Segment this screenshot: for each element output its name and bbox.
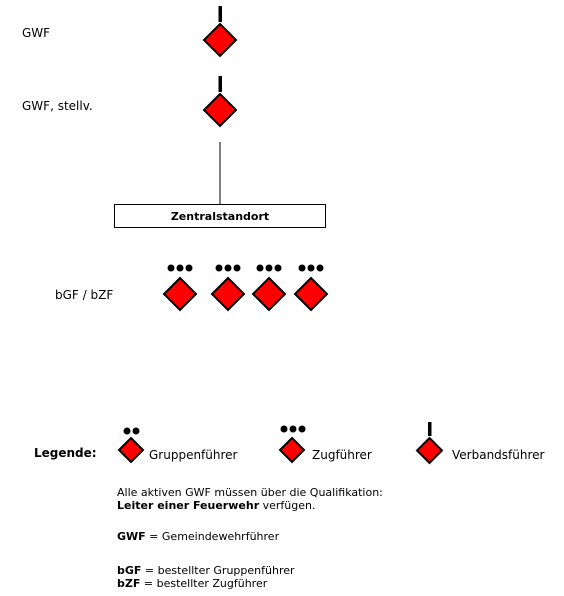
bzf-three-dots-diamond-icon-2 (210, 264, 246, 312)
bgf-bzf-definitions: bGF = bestellter Gruppenführer bZF = bes… (117, 564, 295, 590)
bzf-three-dots-diamond-icon-1 (162, 264, 198, 312)
connector-line (219, 142, 221, 204)
gwf-abbr: GWF (117, 530, 146, 543)
gwf-def: = Gemeindewehrführer (145, 530, 280, 543)
legend-platoon-leader-label: Zugführer (312, 448, 372, 462)
gwf-label: GWF (22, 26, 51, 40)
central-location-label: Zentralstandort (170, 209, 270, 223)
bgf-def: = bestellter Gruppenführer (141, 564, 295, 577)
bzf-definition: bZF = bestellter Zugführer (117, 577, 295, 590)
qualification-line1: Alle aktiven GWF müssen über die Qualifi… (117, 486, 383, 499)
bgf-bzf-label: bGF / bZF (55, 288, 114, 302)
bgf-abbr: bGF (117, 564, 142, 577)
legend-title: Legende: (34, 446, 97, 460)
legend-group-leader-label: Gruppenführer (149, 448, 238, 462)
legend-unit-leader-label: Verbandsführer (452, 448, 545, 462)
bzf-abbr: bZF (117, 577, 141, 590)
central-location-box: Zentralstandort (114, 204, 326, 228)
legend-two-dots-diamond-icon (117, 427, 145, 464)
gwf-deputy-label: GWF, stellv. (22, 99, 93, 113)
qualification-bold: Leiter einer Feuerwehr (117, 499, 260, 512)
gwf-deputy-bar-diamond-icon (202, 76, 238, 128)
legend-bar-diamond-icon (415, 422, 444, 465)
bzf-three-dots-diamond-icon-4 (293, 264, 329, 312)
bzf-three-dots-diamond-icon-3 (251, 264, 287, 312)
qualification-line2: Leiter einer Feuerwehr verfügen. (117, 499, 383, 512)
qualification-rest: verfügen. (259, 499, 316, 512)
qualification-note: Alle aktiven GWF müssen über die Qualifi… (117, 486, 383, 512)
legend-three-dots-diamond-icon (278, 425, 306, 464)
gwf-bar-diamond-icon (202, 6, 238, 58)
bzf-def: = bestellter Zugführer (140, 577, 268, 590)
gwf-definition: GWF = Gemeindewehrführer (117, 530, 279, 543)
bgf-definition: bGF = bestellter Gruppenführer (117, 564, 295, 577)
